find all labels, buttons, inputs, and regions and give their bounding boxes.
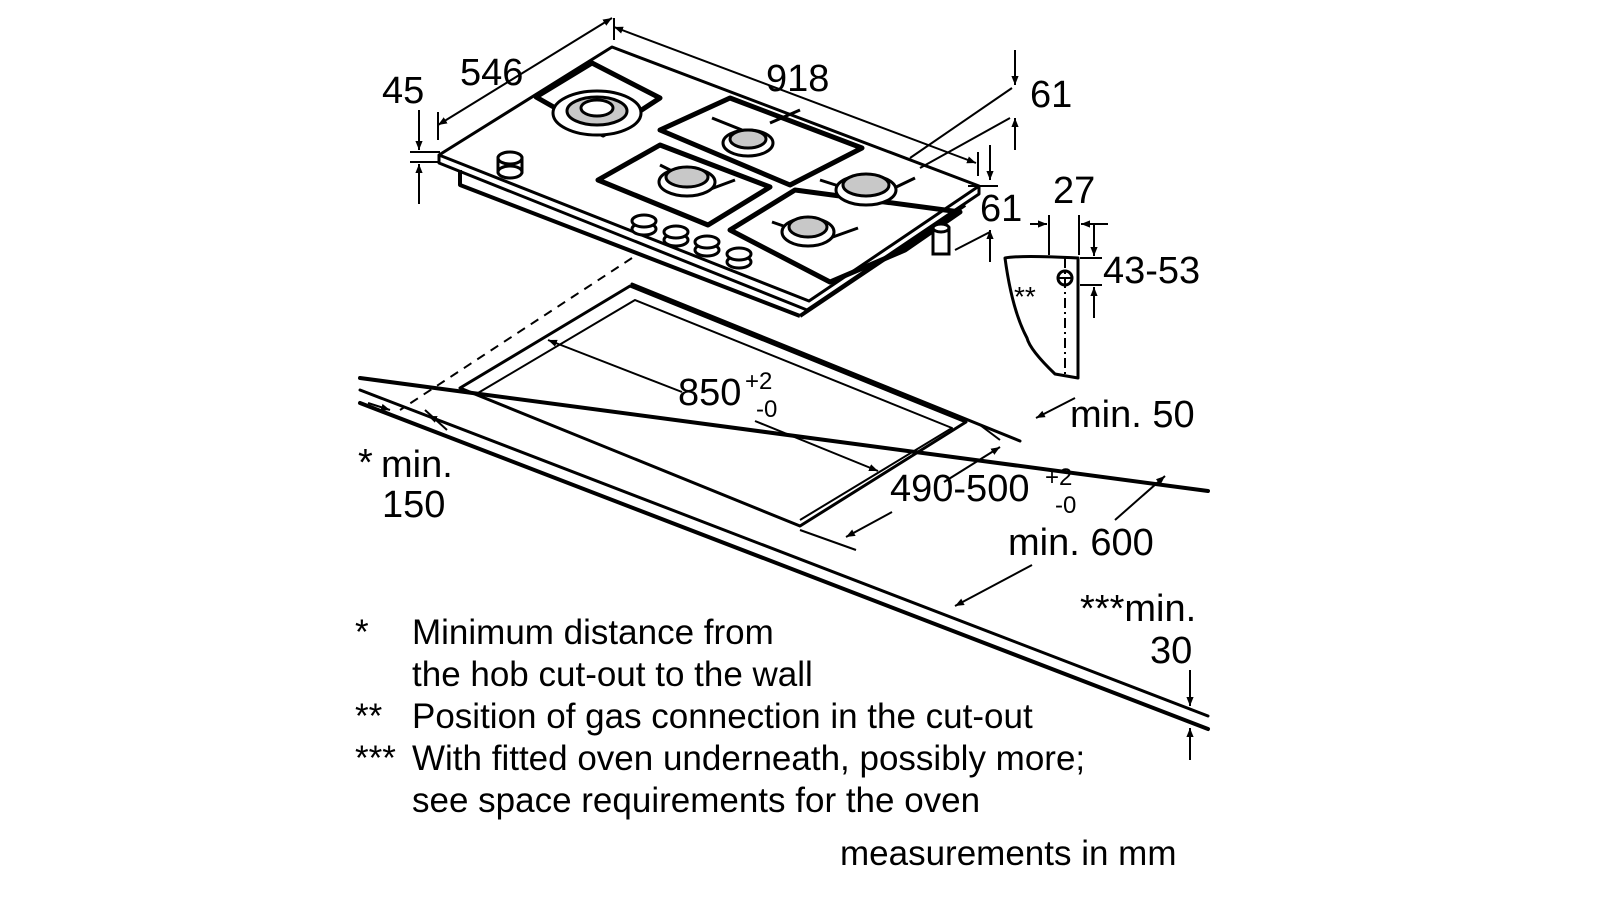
dim-depth-overall: 546 — [460, 52, 524, 94]
worktop — [358, 282, 1210, 731]
burner-front-right — [780, 215, 836, 248]
dim-cutout-depth: 490-500 — [890, 468, 1030, 510]
footnote-mark: *** — [355, 739, 396, 778]
knob-icon — [496, 150, 524, 180]
control-knobs — [496, 150, 951, 270]
gas-position-marker: ** — [1014, 281, 1036, 312]
dim-height: 45 — [382, 70, 425, 112]
gas-connector-icon — [931, 222, 951, 256]
burner-wok — [551, 89, 643, 137]
knob-icon — [693, 234, 721, 258]
wall-reference-dashed — [399, 257, 633, 411]
gas-connection-detail — [1003, 215, 1108, 380]
dim-min-wall-prefix: * — [358, 442, 373, 484]
footnote-text: Position of gas connection in the cut-ou… — [412, 697, 1033, 736]
dim-min-wall-line1: min. — [381, 444, 453, 486]
dimension-lines — [367, 17, 1194, 760]
dim-cutout-depth-tol-plus: +2 — [1045, 464, 1073, 491]
units-label: measurements in mm — [840, 834, 1177, 873]
dim-cutout-width: 850 — [678, 372, 742, 414]
dim-width-overall: 918 — [766, 58, 830, 100]
dim-min-thickness-line1: ***min. — [1080, 588, 1197, 630]
footnote-text: the hob cut-out to the wall — [412, 655, 813, 694]
footnote-text: Minimum distance from — [412, 613, 774, 652]
knob-icon — [725, 246, 753, 270]
dim-gas-vertical: 43-53 — [1103, 250, 1201, 292]
footnote-gas-position: ** Position of gas connection in the cut… — [355, 696, 1085, 738]
footnote-text: With fitted oven underneath, possibly mo… — [412, 739, 1086, 778]
burner-front-left — [657, 165, 717, 198]
burner-rear-middle — [721, 128, 775, 158]
dim-side-offset: 61 — [980, 188, 1023, 230]
dim-cutout-depth-tol-minus: -0 — [1055, 492, 1077, 519]
footnote-wall-distance: * Minimum distance from the hob cut-out … — [355, 612, 1085, 696]
footnote-text: see space requirements for the oven — [412, 781, 981, 820]
dim-rear-offset: 61 — [1030, 74, 1073, 116]
dim-cutout-width-tol-plus: +2 — [745, 368, 773, 395]
knob-icon — [630, 213, 658, 237]
dim-min-back: min. 50 — [1070, 394, 1195, 436]
dim-gas-horizontal: 27 — [1053, 170, 1096, 212]
footnotes: * Minimum distance from the hob cut-out … — [355, 612, 1085, 822]
burner-rear-right — [834, 172, 898, 207]
dim-cutout-width-tol-minus: -0 — [756, 396, 778, 423]
dim-min-wall-line2: 150 — [382, 484, 446, 526]
footnote-oven: *** With fitted oven underneath, possibl… — [355, 738, 1085, 822]
dim-min-worktop: min. 600 — [1008, 522, 1154, 564]
footnote-mark: * — [355, 613, 369, 652]
footnote-mark: ** — [355, 697, 383, 736]
knob-icon — [662, 224, 690, 248]
dim-min-thickness-line2: 30 — [1150, 630, 1193, 672]
hob-underside — [458, 170, 801, 318]
